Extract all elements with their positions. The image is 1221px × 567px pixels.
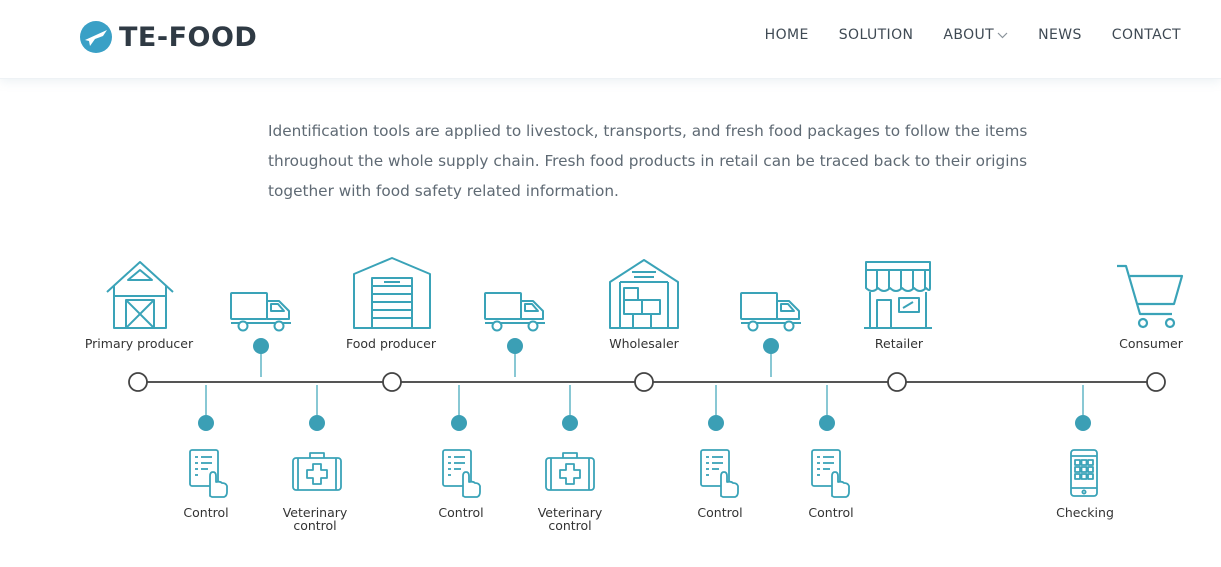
checkpoint-label: Control [808, 505, 854, 520]
nav-about[interactable]: ABOUT [943, 27, 1008, 43]
stage-label-retailer: Retailer [874, 336, 924, 351]
stage-label-consumer: Consumer [1119, 336, 1183, 351]
checkpoint-connector [1075, 385, 1091, 431]
checkpoint-label: Control [438, 505, 484, 520]
transport-connector [763, 338, 779, 377]
nav-contact[interactable]: CONTACT [1111, 27, 1181, 43]
checkpoint-connector [708, 385, 724, 431]
nav-news[interactable]: NEWS [1038, 27, 1082, 43]
transport-connector [507, 338, 523, 377]
checkpoint-label: Veterinary control [282, 505, 348, 533]
truck-icon [484, 292, 546, 332]
truck-icon [740, 292, 802, 332]
checkpoint-label: Veterinary control [537, 505, 603, 533]
cart-icon [1117, 264, 1184, 329]
checkpoint-connector [309, 385, 325, 431]
checkpoint-label: Control [697, 505, 743, 520]
stage-node [1146, 372, 1166, 392]
stage-node [887, 372, 907, 392]
stage-node [382, 372, 402, 392]
checklist-icon [700, 449, 739, 498]
checklist-icon [442, 449, 481, 498]
truck-icon [230, 292, 292, 332]
barn-icon [106, 261, 174, 329]
nav-about-label: ABOUT [943, 27, 995, 43]
main-nav: HOME SOLUTION ABOUT NEWS CONTACT [735, 27, 1181, 43]
stage-label-primary-producer: Primary producer [84, 336, 194, 351]
chevron-down-icon [997, 32, 1008, 38]
checklist-icon [189, 449, 228, 498]
checkpoint-connector [819, 385, 835, 431]
checklist-icon [811, 449, 850, 498]
checkpoint-label: Checking [1056, 505, 1114, 520]
medkit-icon [545, 452, 595, 491]
brand-name: TE-FOOD [119, 21, 258, 53]
stage-node [634, 372, 654, 392]
transport-connector [253, 338, 269, 377]
logo-plane-icon [80, 21, 112, 53]
phone-icon [1070, 449, 1098, 497]
stage-label-food-producer: Food producer [346, 336, 436, 351]
checkpoint-label: Control [183, 505, 229, 520]
medkit-icon [292, 452, 342, 491]
stage-label-wholesaler: Wholesaler [609, 336, 679, 351]
stage-node [128, 372, 148, 392]
nav-home[interactable]: HOME [764, 27, 809, 43]
warehouse-icon [609, 259, 679, 329]
factory-icon [353, 257, 431, 329]
checkpoint-connector [198, 385, 214, 431]
shop-icon [864, 261, 932, 329]
checkpoint-connector [451, 385, 467, 431]
checkpoint-connector [562, 385, 578, 431]
intro-text: Identification tools are applied to live… [268, 122, 1028, 200]
nav-solution[interactable]: SOLUTION [838, 27, 914, 43]
site-header: TE-FOOD HOME SOLUTION ABOUT NEWS CONTACT [0, 0, 1221, 79]
logo[interactable]: TE-FOOD [79, 19, 257, 55]
